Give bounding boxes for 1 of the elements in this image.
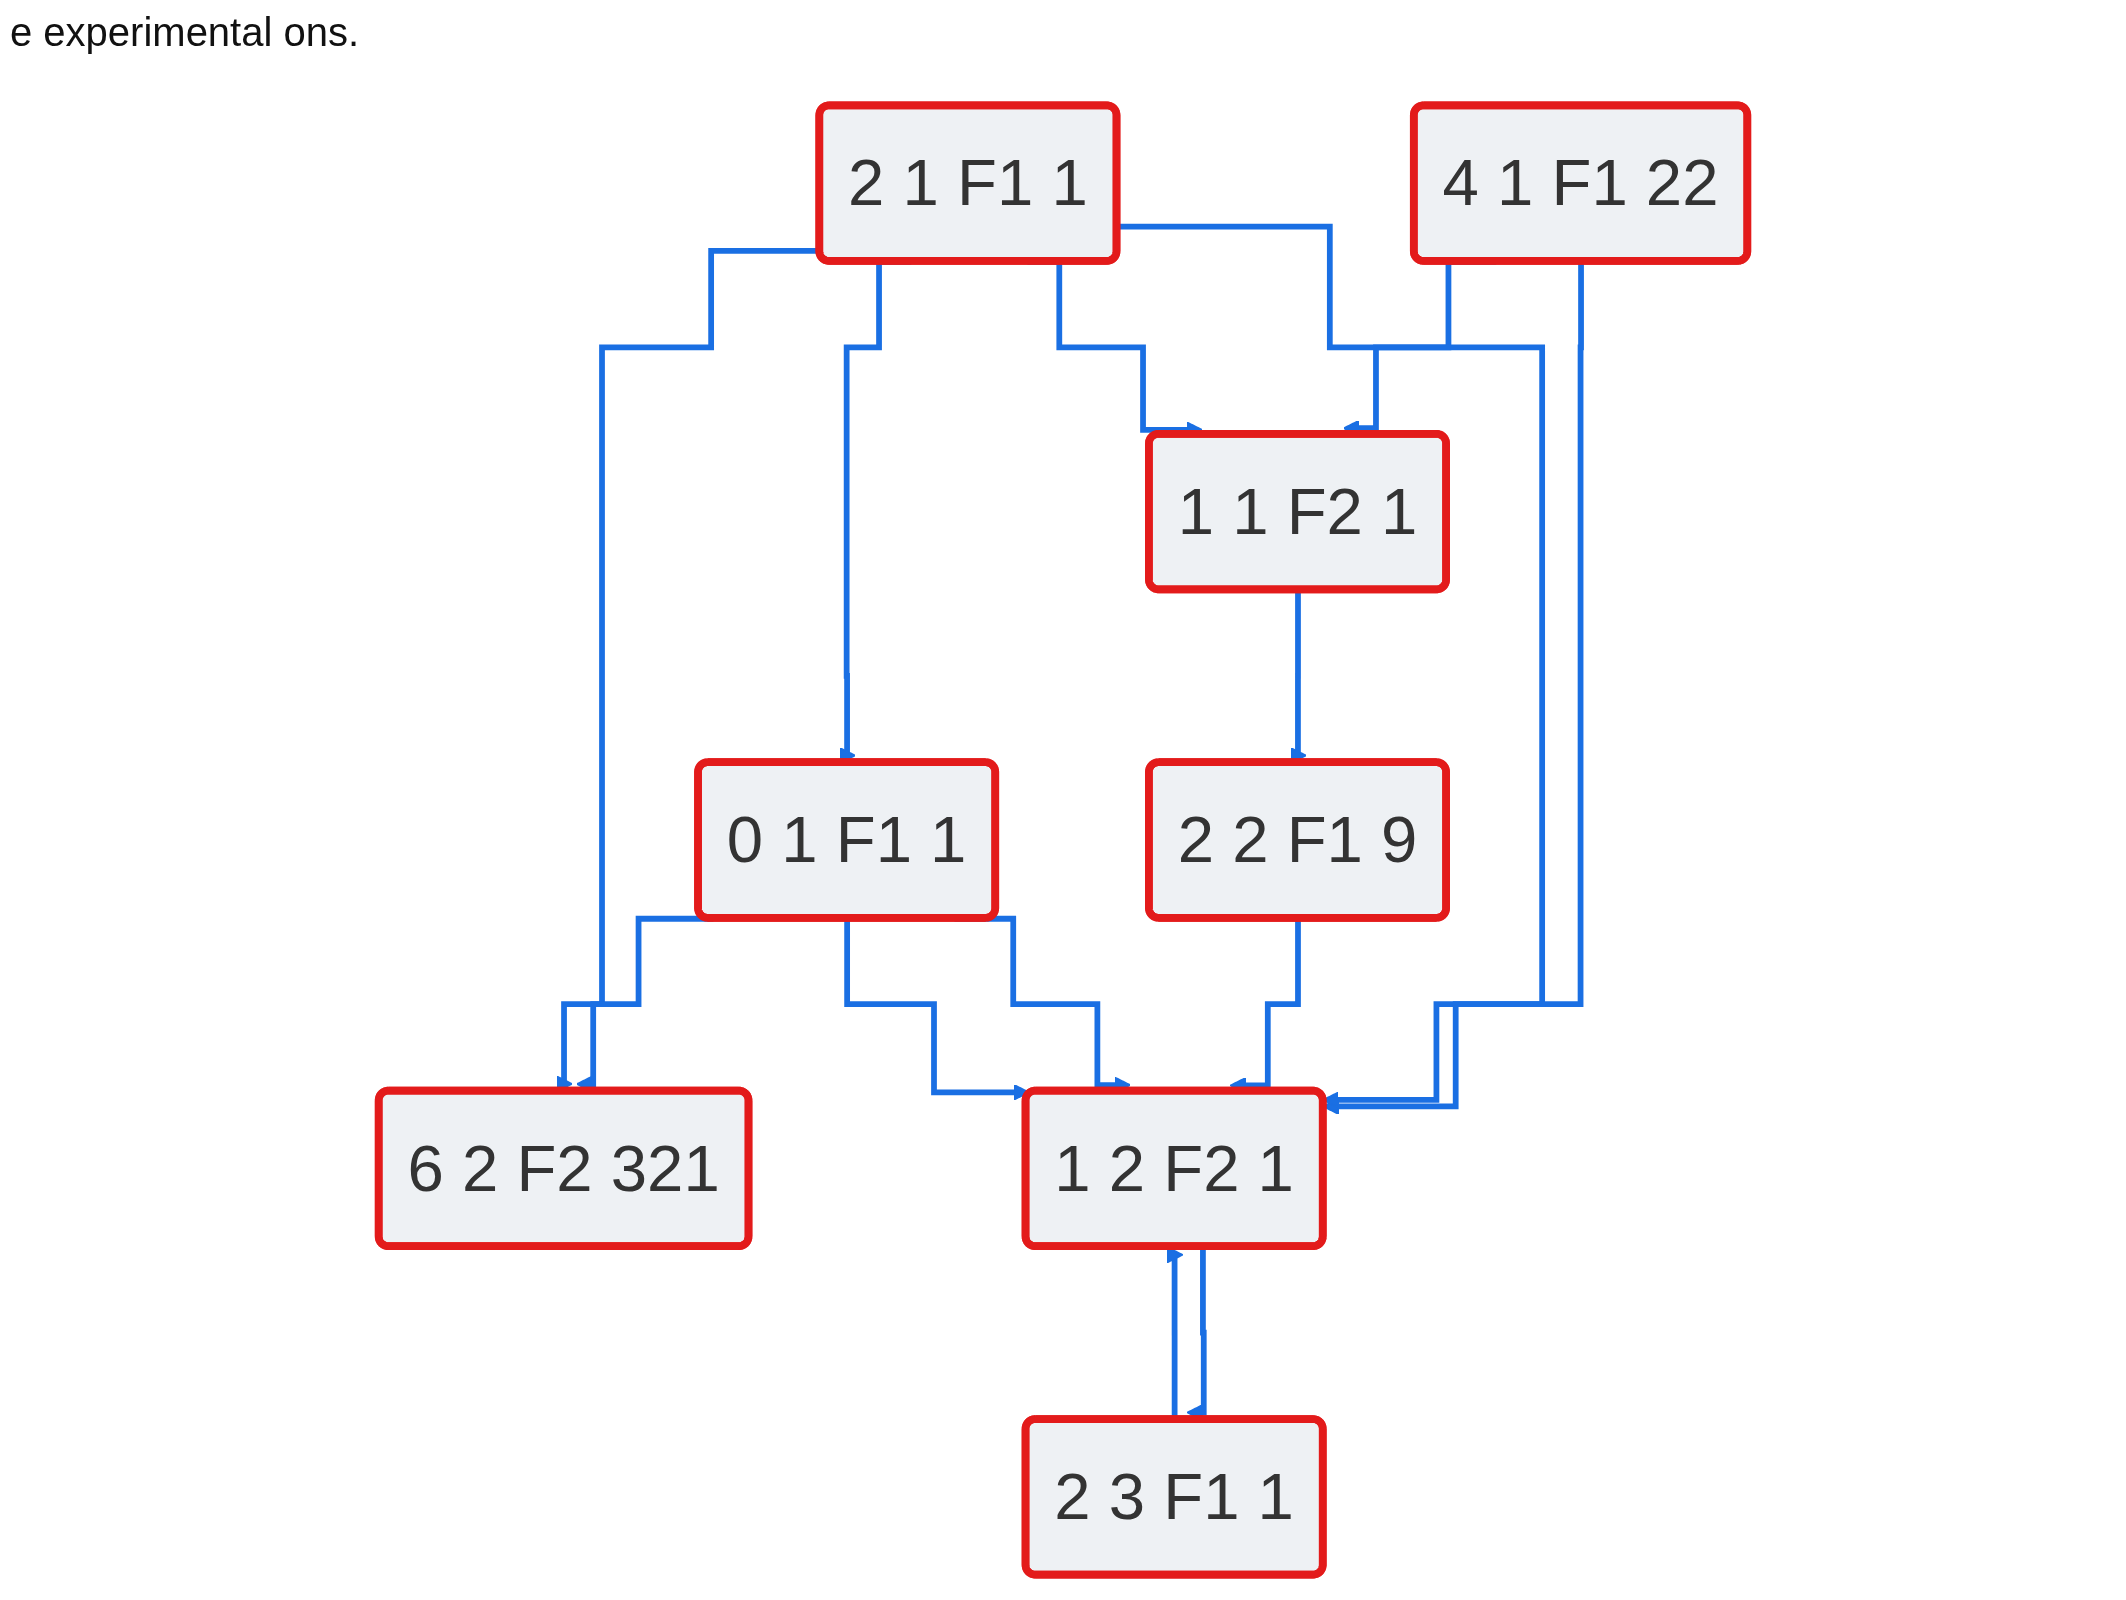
note-text: e experimental ons. bbox=[10, 10, 360, 55]
